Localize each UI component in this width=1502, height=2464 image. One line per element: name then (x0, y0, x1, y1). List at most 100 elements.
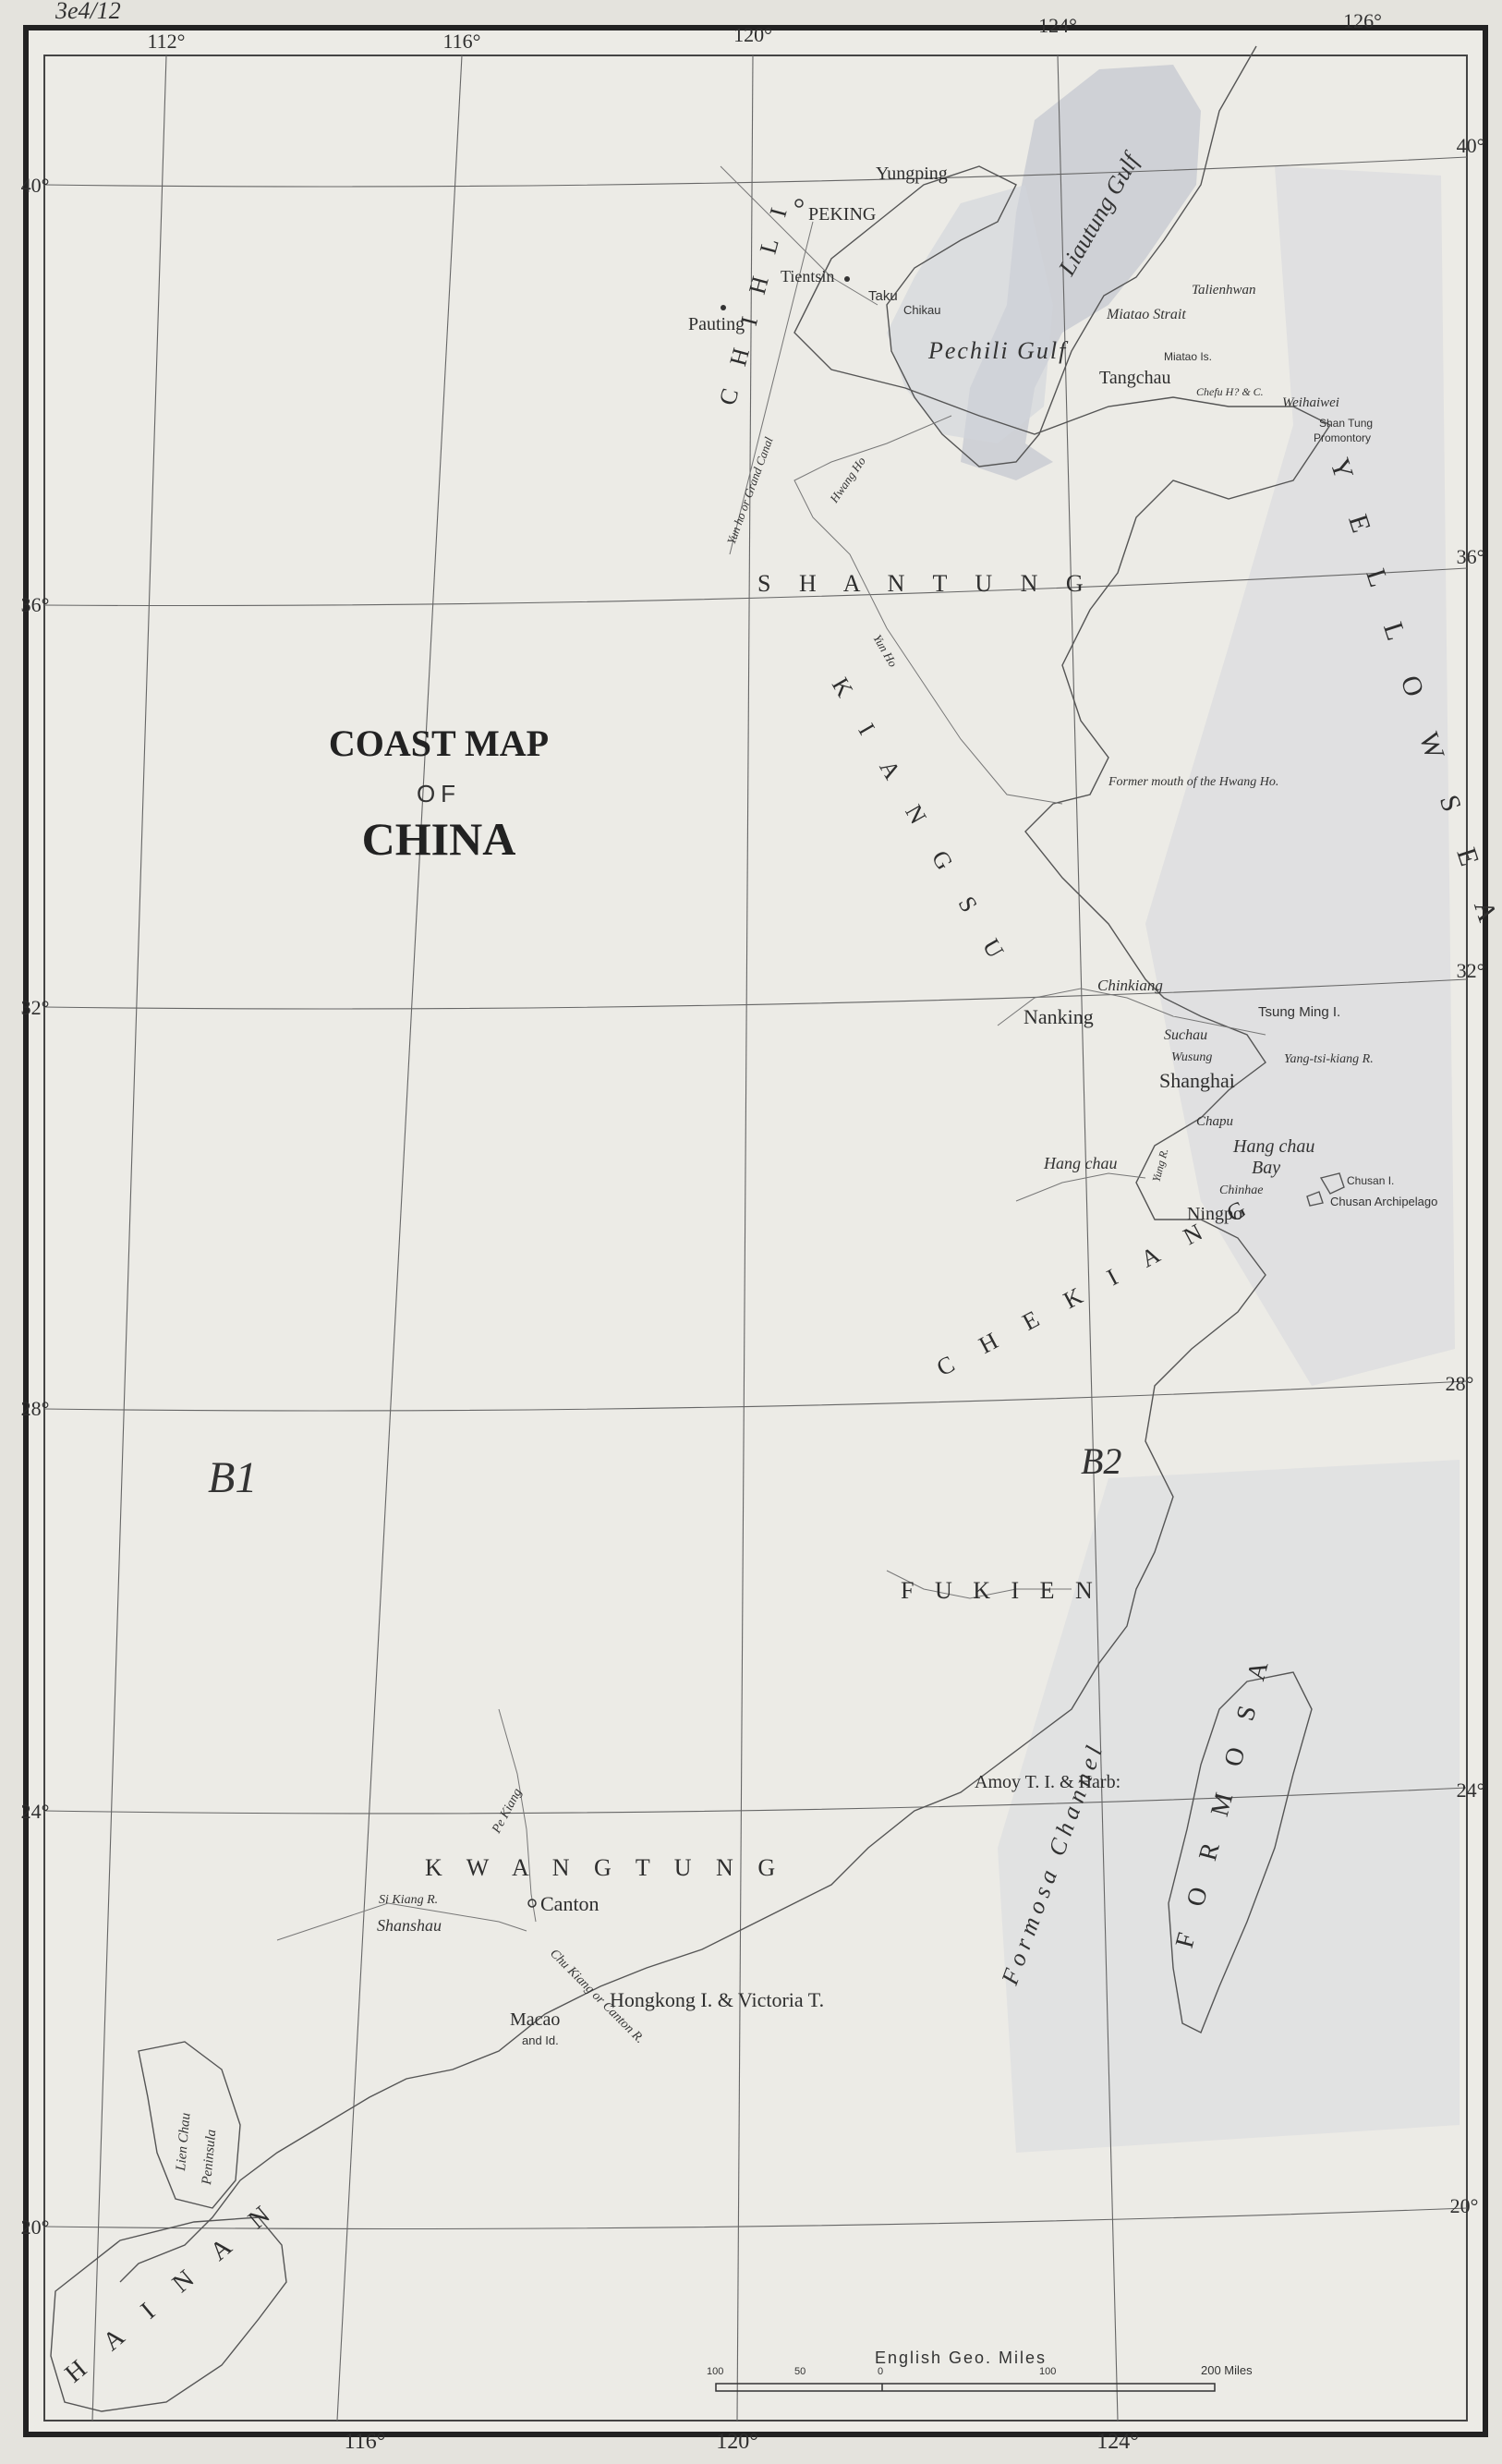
place-suchau: Suchau (1164, 1027, 1207, 1043)
longitude-bottom-116: 116° (345, 2430, 386, 2454)
pechili-gulf-water (887, 185, 1053, 443)
longitude-bottom-124: 124° (1096, 2430, 1139, 2454)
place-si-kiang: Si Kiang R. (379, 1893, 438, 1907)
longitude-top-116: 116° (443, 30, 481, 53)
place-amoy: Amoy T. I. & Harb: (975, 1772, 1120, 1792)
meridian-112 (91, 55, 167, 2422)
meridian-116 (336, 55, 463, 2422)
place-peking: PEKING (808, 204, 876, 225)
latitude-right-36: 36° (1457, 545, 1485, 568)
place-wusung: Wusung (1171, 1050, 1212, 1064)
river-pe-kiang (498, 1708, 537, 1923)
place-former-mouth: Former mouth of the Hwang Ho. (1108, 775, 1278, 789)
latitude-left-36: 36° (21, 593, 50, 616)
parallel-24 (43, 1787, 1468, 1815)
scale-tick-100: 100 (1039, 2366, 1056, 2377)
place-miatao-is: Miatao Is. (1164, 350, 1212, 363)
latitude-left-24: 24° (21, 1800, 50, 1823)
city-dot-tientsin (844, 276, 850, 282)
place-chusan-i: Chusan I. (1347, 1174, 1394, 1187)
place-nanking: Nanking (1024, 1005, 1094, 1028)
place-lien-chau-2: Peninsula (200, 2129, 219, 2186)
place-pauting: Pauting (688, 314, 745, 334)
water-pechili-gulf: Pechili Gulf (927, 337, 1069, 364)
place-tientsin: Tientsin (781, 267, 834, 285)
place-ningpo: Ningpo (1187, 1204, 1242, 1224)
scale-tick-50: 50 (794, 2366, 806, 2377)
place-weihaiwei: Weihaiwei (1282, 395, 1339, 410)
place-hongkong: Hongkong I. & Victoria T. (610, 1988, 824, 2011)
place-chinhae: Chinhae (1219, 1183, 1263, 1197)
latitude-right-28: 28° (1446, 1372, 1474, 1395)
region-fukien: F U K I E N (901, 1577, 1100, 1604)
scale-title: English Geo. Miles (875, 2349, 1047, 2367)
latitude-left-28: 28° (21, 1397, 50, 1420)
meridian-120 (736, 55, 754, 2422)
parallel-32 (43, 978, 1468, 1010)
place-chapu: Chapu (1196, 1114, 1233, 1129)
river-hwang-ho (793, 415, 1063, 805)
place-chinkiang: Chinkiang (1097, 977, 1163, 994)
map-title-line2: OF (417, 780, 461, 807)
scale-tick-0: 0 (878, 2366, 883, 2377)
latitude-right-20: 20° (1450, 2194, 1479, 2217)
lien-chau-peninsula (138, 2041, 241, 2209)
river-chekiang (1015, 1172, 1146, 1202)
place-shantung-prom-1: Shan Tung (1319, 417, 1373, 430)
city-dot-pauting (721, 305, 726, 310)
water-hang-chau-bay-2: Bay (1252, 1158, 1280, 1178)
parallel-36 (43, 567, 1468, 607)
parallel-28 (43, 1380, 1468, 1412)
latitude-left-20: 20° (21, 2215, 50, 2239)
region-shantung: S H A N T U N G (757, 570, 1095, 597)
city-dot-canton (527, 1899, 537, 1908)
river-grand-canal (729, 221, 814, 555)
meridian-124 (1057, 55, 1119, 2422)
parallel-40 (43, 156, 1468, 188)
city-dot-peking (794, 199, 804, 208)
handwritten-b2: B2 (1081, 1440, 1121, 1482)
river-fukien (886, 1570, 1072, 1599)
coastline-north (119, 45, 1332, 2283)
latitude-right-32: 32° (1457, 959, 1485, 982)
region-kwangtung: K W A N G T U N G (425, 1854, 784, 1881)
chusan-islands (1306, 1172, 1345, 1207)
formosa-island (1168, 1671, 1313, 2033)
longitude-bottom-120: 120° (716, 2430, 758, 2454)
place-shanshau: Shanshau (377, 1916, 442, 1935)
place-talienhwan: Talienhwan (1192, 283, 1255, 297)
map-title-line3: CHINA (362, 813, 516, 865)
longitude-top-124: 124° (1038, 14, 1077, 37)
corner-scribble: 3e4/12 (55, 0, 121, 24)
water-hang-chau-bay-1: Hang chau (1232, 1136, 1314, 1157)
formosa-sea-water (998, 1460, 1460, 2153)
place-canton: Canton (540, 1892, 600, 1915)
scale-bar-rule (715, 2383, 1216, 2392)
latitude-right-40: 40° (1457, 134, 1485, 157)
place-yungping: Yungping (876, 164, 948, 184)
latitude-left-40: 40° (21, 174, 50, 197)
water-miatao-strait: Miatao Strait (1106, 307, 1186, 322)
place-taku: Taku (868, 288, 898, 304)
place-tangchau: Tangchau (1099, 368, 1170, 388)
place-yang-tsi: Yang-tsi-kiang R. (1284, 1052, 1374, 1066)
yellow-sea-water (1145, 166, 1455, 1386)
scale-tick-100-left: 100 (707, 2366, 723, 2377)
river-yangtse (997, 988, 1266, 1036)
latitude-left-32: 32° (21, 996, 50, 1019)
longitude-top-126: 126° (1343, 9, 1382, 32)
place-hang-chau: Hang chau (1043, 1154, 1118, 1172)
place-lien-chau-1: Lien Chau (174, 2112, 194, 2172)
river-si-kiang (276, 1902, 527, 1941)
scale-tick-200: 200 Miles (1201, 2363, 1253, 2377)
place-chefu: Chefu H? & C. (1196, 385, 1264, 398)
place-chusan-arch: Chusan Archipelago (1330, 1195, 1437, 1208)
place-shantung-prom-2: Promontory (1314, 431, 1371, 444)
parallel-20 (43, 2207, 1468, 2230)
longitude-top-112: 112° (148, 30, 186, 53)
place-macao: Macao (510, 2009, 560, 2030)
place-shanghai: Shanghai (1159, 1069, 1235, 1092)
map-title-line1: COAST MAP (329, 722, 549, 764)
